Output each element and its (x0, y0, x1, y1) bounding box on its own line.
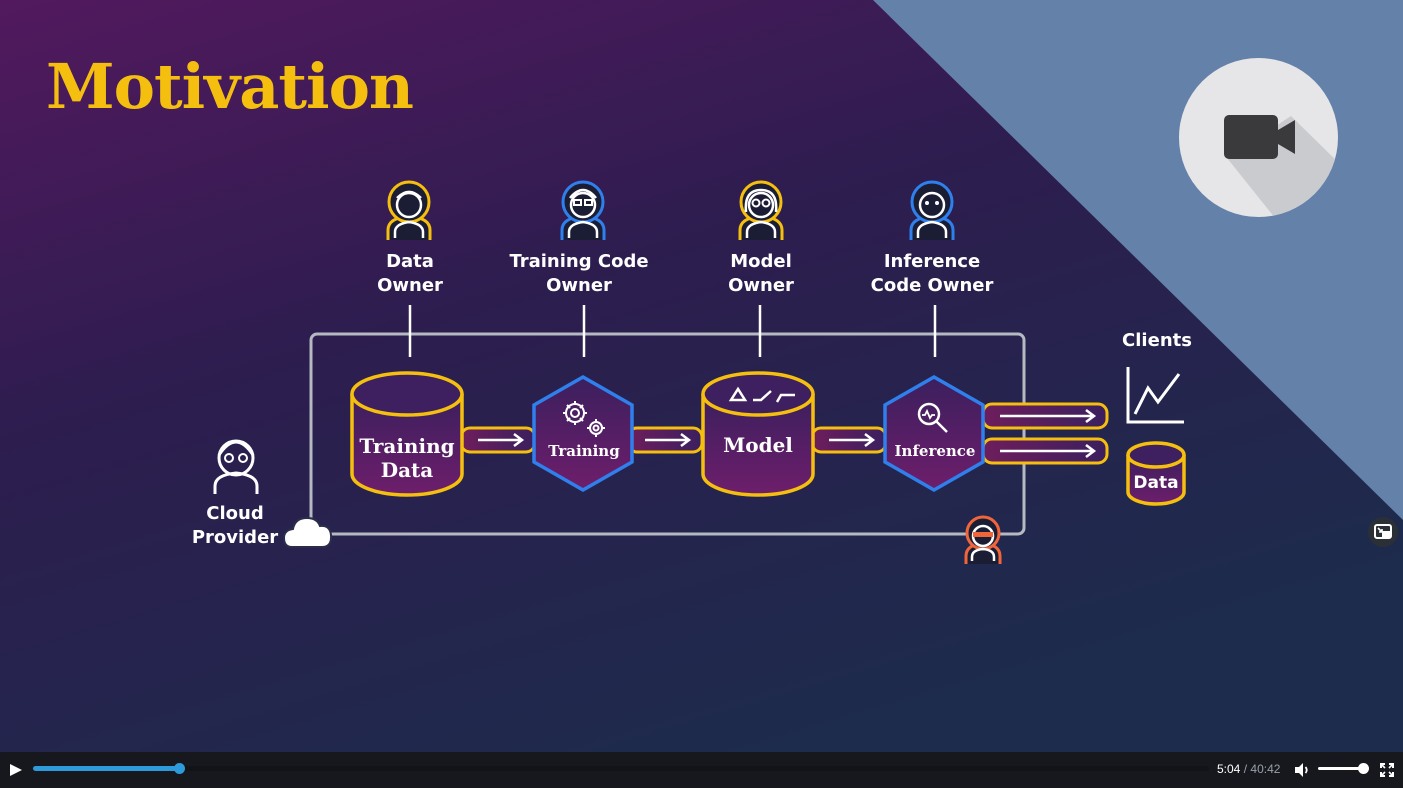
duration: 40:42 (1250, 762, 1281, 776)
clients-label: Clients (1122, 330, 1192, 351)
model-glyphs (728, 386, 795, 403)
training-code-owner-avatar (560, 180, 606, 240)
training-data-label: Training Data (359, 434, 455, 482)
time-separator: / (1243, 762, 1248, 776)
time-display: 5:04 / 40:42 (1217, 762, 1280, 776)
line-chart-icon (1126, 367, 1184, 424)
picture-in-picture-icon (1374, 524, 1392, 539)
current-time: 5:04 (1217, 762, 1241, 776)
inference-code-owner-avatar (909, 180, 955, 240)
magnifier-icon (917, 402, 948, 433)
attacker-avatar (964, 515, 1002, 564)
data-cylinder (1126, 441, 1186, 506)
cloud-provider-avatar (213, 439, 259, 494)
picture-in-picture-button[interactable] (1368, 517, 1398, 547)
seek-progress (33, 766, 179, 771)
training-data-cylinder (350, 371, 464, 497)
volume-handle[interactable] (1358, 763, 1369, 774)
cloud-boundary (309, 332, 1026, 536)
fullscreen-icon (1380, 763, 1394, 777)
model-owner-avatar (738, 180, 784, 240)
video-camera-icon (1224, 115, 1338, 217)
slide: Motivation Data Owner Training Code Owne… (0, 0, 1403, 752)
training-label: Training (548, 442, 620, 460)
slide-title: Motivation (46, 50, 414, 123)
arrows (478, 409, 1097, 458)
model-label: Model (723, 433, 793, 457)
fullscreen-button[interactable] (1375, 758, 1399, 782)
training-hexagon (532, 374, 634, 493)
play-icon (10, 764, 22, 776)
data-owner-avatar (386, 180, 432, 240)
inference-hexagon (883, 374, 985, 493)
data-label: Data (1133, 473, 1179, 493)
play-button[interactable] (3, 758, 27, 782)
data-owner-label: Data Owner (377, 251, 443, 296)
volume-slider[interactable] (1318, 767, 1364, 770)
model-owner-label: Model Owner (728, 251, 794, 296)
volume-icon (1295, 763, 1308, 777)
seek-handle[interactable] (174, 763, 185, 774)
inference-code-owner-label: Inference Code Owner (870, 251, 994, 296)
cloud-icon (282, 516, 333, 548)
model-cylinder (701, 371, 815, 497)
slide-graphics (0, 0, 1403, 752)
training-code-owner-label: Training Code Owner (509, 251, 649, 296)
seek-bar[interactable] (33, 763, 1209, 774)
mute-button[interactable] (1289, 758, 1313, 782)
gears-icon (563, 401, 605, 437)
inference-label: Inference (894, 442, 976, 460)
cloud-provider-label: Cloud Provider (191, 503, 279, 548)
camera-placeholder (1179, 58, 1338, 217)
